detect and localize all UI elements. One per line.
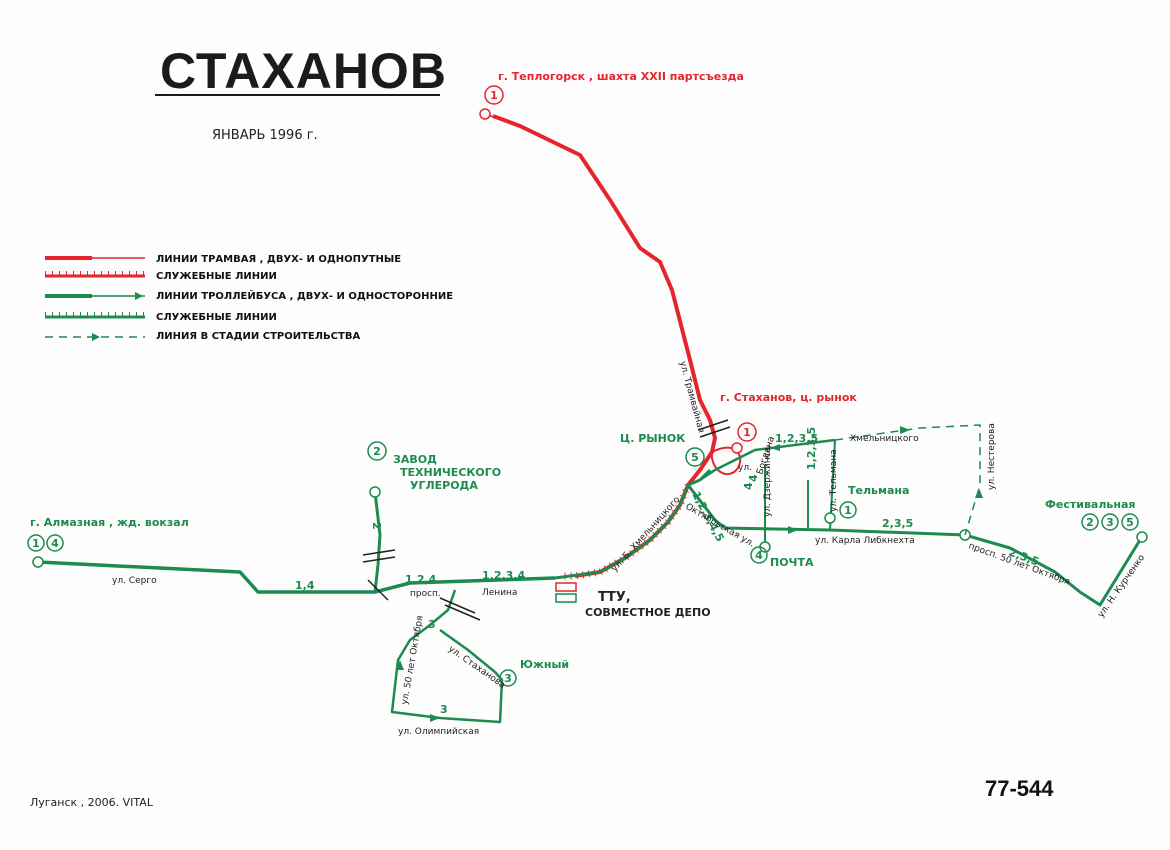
svg-text:2: 2 (373, 445, 381, 458)
route-label-4-spur: 4 (747, 474, 760, 482)
trolleybus-network (32, 424, 1148, 724)
route-badge-4-almaznaya (46, 534, 64, 552)
route-badge-5-rynok (685, 447, 705, 467)
route-badge-5-festivalnaya (1121, 513, 1139, 531)
terminal-pochta-label: ПОЧТА (770, 556, 814, 569)
route-badge-3-festivalnaya (1101, 513, 1119, 531)
svg-text:1: 1 (743, 426, 751, 439)
street-stakhanova: ул. Стаханова (446, 644, 507, 691)
route-label-235-karla: 2,3,5 (882, 517, 913, 530)
svg-text:4: 4 (51, 537, 59, 550)
street-50-let-oktyabrya: ул. 50 лет Октября (400, 615, 426, 706)
route-label-14: 1,4 (295, 579, 315, 592)
route-badge-1-rynok (737, 422, 757, 442)
terminal-stakhanov-label: г. Стаханов, ц. рынок (720, 391, 857, 404)
svg-text:5: 5 (691, 451, 699, 464)
legend-item-construction: ЛИНИЯ В СТАДИИ СТРОИТЕЛЬСТВА (156, 331, 360, 342)
route-badge-2-festivalnaya (1081, 513, 1099, 531)
terminal-festivalnaya-label: Фестивальная (1045, 498, 1135, 511)
route-label-1235-bogdana: 1,2,3,5 (775, 432, 818, 445)
svg-text:3: 3 (1106, 516, 1114, 529)
route-label-3-south: 3 (440, 703, 448, 716)
terminal-zavod-line3: УГЛЕРОДА (410, 479, 478, 492)
map-date: ЯНВАРЬ 1996 г. (212, 128, 318, 143)
legend-item-trolley: ЛИНИИ ТРОЛЛЕЙБУСА , ДВУХ- И ОДНОСТОРОННИ… (156, 289, 453, 302)
trolley-route-zavod (373, 491, 382, 593)
depot-label-line2: СОВМЕСТНОЕ ДЕПО (585, 606, 711, 619)
map-title: СТАХАНОВ (160, 43, 447, 99)
route-badge-1-telmana (839, 501, 857, 519)
route-label-4-b: 4 (742, 482, 755, 490)
svg-text:2: 2 (1086, 516, 1094, 529)
route-label-1235-telmana: 1,2,3,5 (805, 427, 818, 470)
tram-loop (710, 446, 742, 475)
route-badge-3-yuzhny (499, 669, 517, 687)
terminal-rynok-marker (731, 442, 743, 454)
terminal-teplogorsk-label: г. Теплогорск , шахта XXII партсъезда (498, 70, 744, 83)
terminal-telmana-label: Тельмана (848, 484, 909, 497)
route-label-124: 1,2,4 (405, 573, 437, 586)
trolley-route-festivalnaya (964, 533, 1142, 607)
street-khmelnitskogo-2: Хмельницкого (850, 434, 919, 444)
terminal-teplogorsk-marker (479, 108, 491, 120)
street-khmelnitskogo: ул. Б. Хмельницкого (610, 495, 683, 574)
map-code: 77-544 (985, 776, 1054, 801)
route-badge-2-zavod (367, 441, 387, 461)
trolley-route-khmelnitskogo (554, 468, 712, 580)
street-lenina: Ленина (482, 588, 517, 598)
trolley-route-almaznaya (37, 560, 556, 594)
street-prosp: просп. (410, 589, 441, 599)
depot-marker (555, 582, 577, 603)
street-telmana: ул. Тельмана (829, 449, 839, 512)
trolley-route-yuzhny (390, 589, 504, 724)
street-oktyabrskaya: Октябрьская ул. (684, 502, 756, 550)
street-nesterova: ул. Нестерова (987, 423, 997, 490)
street-sergo: ул. Серго (112, 576, 157, 586)
svg-text:5: 5 (1126, 516, 1134, 529)
terminal-ts-rynok-label: Ц. РЫНОК (620, 432, 685, 445)
footer-author: Луганск , 2006. VITAL (30, 796, 154, 809)
trolley-construction-line (834, 424, 981, 536)
street-dzerzhinsk: ул. Дзержинск. (763, 444, 773, 517)
legend-item-tram: ЛИНИИ ТРАМВАЯ , ДВУХ- И ОДНОПУТНЫЕ (156, 254, 401, 265)
depot-label-line1: ТТУ, (598, 590, 631, 605)
terminal-zavod-line2: ТЕХНИЧЕСКОГО (400, 466, 501, 479)
svg-text:1: 1 (490, 89, 498, 102)
route-label-1234: 1,2,3,4 (482, 569, 525, 582)
svg-text:1: 1 (32, 537, 40, 550)
svg-text:1: 1 (844, 504, 852, 517)
street-karla: ул. Карла Либкнехта (815, 536, 915, 546)
route-badge-1-almaznaya (27, 534, 45, 552)
route-badge-1-teplogorsk (484, 85, 504, 105)
route-badge-4-pochta (750, 546, 768, 564)
street-olimpiyskaya: ул. Олимпийская (398, 727, 479, 737)
legend-item-tram-service: СЛУЖЕБНЫЕ ЛИНИИ (156, 271, 277, 282)
terminal-yuzhny-label: Южный (520, 658, 569, 671)
trolley-route-bogdana (699, 438, 836, 482)
legend-item-trolley-service: СЛУЖЕБНЫЕ ЛИНИИ (156, 312, 277, 323)
svg-text:3: 3 (504, 672, 512, 685)
terminal-zavod-line1: ЗАВОД (393, 453, 437, 466)
trolley-route-karla (686, 484, 966, 537)
route-label-2: 2 (370, 522, 383, 530)
svg-text:4: 4 (755, 549, 763, 562)
legend: ЛИНИИ ТРАМВАЯ , ДВУХ- И ОДНОПУТНЫЕ СЛУЖЕ… (45, 254, 453, 342)
street-kurchenko: ул. Н. Курченко (1096, 553, 1147, 620)
terminal-almaznaya-label: г. Алмазная , жд. вокзал (30, 516, 189, 529)
route-label-3-north: 3 (428, 618, 436, 631)
tram-route-1 (492, 114, 717, 578)
street-ul-short: ул. (738, 463, 752, 473)
